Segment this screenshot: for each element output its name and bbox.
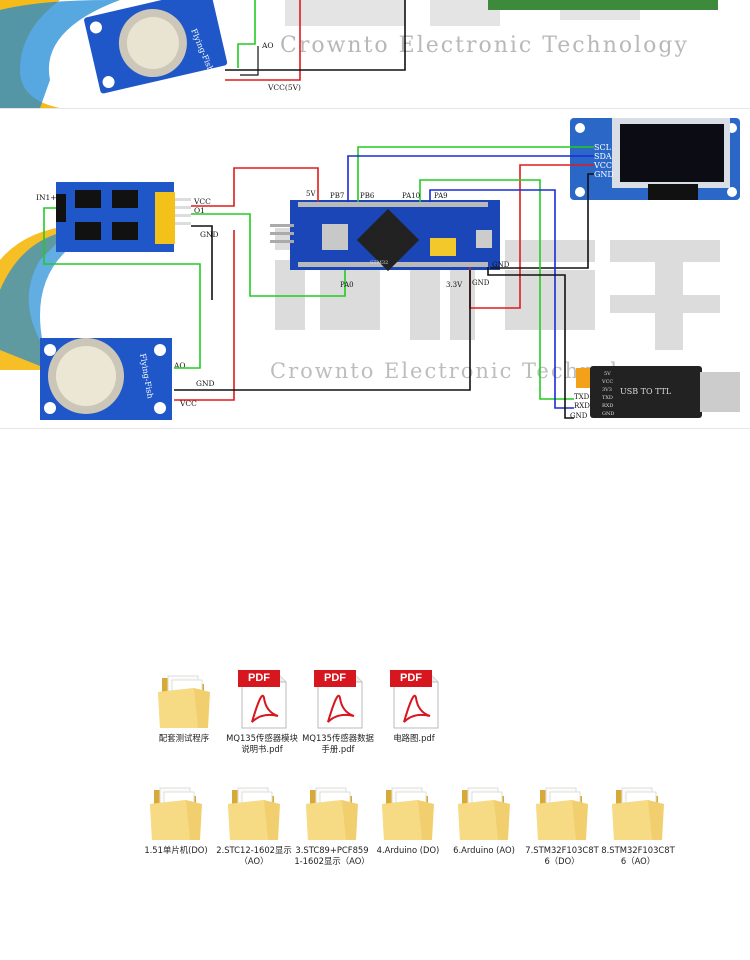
adc-pin-vcc: VCC bbox=[193, 197, 211, 206]
mcu-label-5v: 5V bbox=[306, 190, 316, 198]
file-label: 7.STM32F103C8T6（DO） bbox=[525, 845, 599, 866]
mq-pin-ao: AO bbox=[173, 361, 186, 370]
divider bbox=[0, 108, 750, 109]
pdf-icon: PDF bbox=[308, 668, 368, 730]
wires bbox=[43, 146, 594, 419]
top-wiring-panel: Crownto Electronic Technology AO VCC(5V)… bbox=[0, 0, 750, 108]
label-ao: AO bbox=[261, 41, 274, 50]
folder-icon bbox=[154, 668, 214, 730]
pdf-icon: PDF bbox=[232, 668, 292, 730]
pdf-badge: PDF bbox=[238, 670, 280, 687]
pdf-icon: PDF bbox=[384, 668, 444, 730]
adc-module: IN1+ VCC O1 GND bbox=[36, 182, 219, 252]
mcu-label-pa0: PA0 bbox=[340, 281, 354, 289]
svg-text:RXD: RXD bbox=[602, 403, 613, 409]
mcu-label-pa9: PA9 bbox=[434, 192, 448, 200]
svg-text:5V: 5V bbox=[604, 371, 611, 377]
logo-swoosh-blue bbox=[0, 0, 120, 108]
folder-icon bbox=[146, 780, 206, 842]
mcu-label-pb7: PB7 bbox=[330, 192, 344, 200]
wiring-diagram-panel: Crownto Electronic Technology SCL SDA VC… bbox=[0, 110, 750, 428]
file-label: MQ135传感器数据手册.pdf bbox=[302, 733, 374, 754]
divider bbox=[0, 428, 750, 429]
mcu-label-gnd-oled: GND bbox=[492, 261, 510, 269]
file-label: 配套测试程序 bbox=[158, 733, 210, 743]
folder-item[interactable]: 7.STM32F103C8T6（DO） bbox=[524, 780, 600, 867]
folder-item[interactable]: 8.STM32F103C8T6（AO） bbox=[600, 780, 676, 867]
mcu-label-3v3: 3.3V bbox=[446, 281, 463, 289]
file-label: 2.STC12-1602显示（AO） bbox=[216, 845, 292, 866]
file-label: 电路图.pdf bbox=[393, 733, 435, 743]
mq-sensor-module: Flying-Fish AO GND VCC bbox=[40, 338, 215, 420]
usb-ttl-module: USB TO TTL 5V VCC 3V3 TXD RXD GND TXD RX… bbox=[570, 366, 740, 420]
file-label: 4.Arduino (DO) bbox=[376, 845, 440, 855]
pdf-file-item[interactable]: PDF MQ135传感器数据手册.pdf bbox=[300, 668, 376, 755]
folder-item[interactable]: 4.Arduino (DO) bbox=[370, 780, 446, 856]
file-listing: 配套测试程序 PDF MQ135传感器模块说明书.pdf PDF MQ135传感器数据手… bbox=[138, 668, 688, 886]
folder-icon bbox=[378, 780, 438, 842]
file-label: 3.STC89+PCF8591-1602显示（AO） bbox=[294, 845, 370, 866]
pdf-badge: PDF bbox=[314, 670, 356, 687]
folder-icon bbox=[454, 780, 514, 842]
oled-pin-scl: SCL bbox=[594, 143, 612, 152]
svg-text:3V3: 3V3 bbox=[602, 387, 612, 393]
top-wiring-diagram: Crownto Electronic Technology AO VCC(5V)… bbox=[0, 0, 718, 108]
svg-text:GND: GND bbox=[602, 411, 614, 417]
folder-item[interactable]: 配套测试程序 bbox=[146, 668, 222, 744]
oled-pin-gnd: GND bbox=[594, 170, 614, 179]
pdf-file-item[interactable]: PDF 电路图.pdf bbox=[376, 668, 452, 744]
mcu-label-gnd: GND bbox=[472, 279, 490, 287]
file-label: 6.Arduino (AO) bbox=[453, 845, 515, 855]
folder-icon bbox=[224, 780, 284, 842]
label-vcc: VCC(5V) bbox=[267, 83, 301, 92]
pdf-file-item[interactable]: PDF MQ135传感器模块说明书.pdf bbox=[224, 668, 300, 755]
mq-sensor-module-top: Flying-Fish bbox=[84, 0, 228, 94]
logo-swoosh-blue bbox=[0, 228, 110, 370]
folder-icon bbox=[302, 780, 362, 842]
file-label: 1.51单片机(DO) bbox=[144, 845, 208, 855]
mq-pin-gnd: GND bbox=[196, 379, 215, 388]
oled-display-module: SCL SDA VCC GND bbox=[570, 118, 740, 200]
adc-input-label: IN1+ bbox=[36, 193, 57, 202]
wiring-diagram: Crownto Electronic Technology SCL SDA VC… bbox=[0, 118, 740, 420]
usb-ttl-title: USB TO TTL bbox=[620, 387, 672, 396]
board-name: STM32 bbox=[370, 260, 388, 266]
usb-ttl-txd-label: TXD bbox=[574, 393, 590, 401]
folder-item[interactable]: 2.STC12-1602显示（AO） bbox=[216, 780, 292, 867]
mq-pin-vcc: VCC bbox=[179, 399, 197, 408]
watermark-company-en: Crownto Electronic Technology bbox=[280, 33, 689, 58]
watermark-big-glyphs bbox=[275, 228, 720, 350]
usb-ttl-gnd-label: GND bbox=[570, 412, 588, 420]
adc-pin-o1: O1 bbox=[194, 206, 205, 215]
mcu-label-pa10: PA10 bbox=[402, 192, 420, 200]
file-label: MQ135传感器模块说明书.pdf bbox=[226, 733, 298, 754]
folder-icon bbox=[532, 780, 592, 842]
oled-pin-sda: SDA bbox=[594, 152, 612, 161]
usb-ttl-rxd-label: RXD bbox=[574, 402, 590, 410]
folder-icon bbox=[608, 780, 668, 842]
file-label: 8.STM32F103C8T6（AO） bbox=[601, 845, 675, 866]
svg-text:VCC: VCC bbox=[601, 379, 613, 385]
pdf-badge: PDF bbox=[390, 670, 432, 687]
folder-item[interactable]: 1.51单片机(DO) bbox=[138, 780, 214, 856]
oled-pin-vcc: VCC bbox=[593, 161, 612, 170]
svg-text:TXD: TXD bbox=[602, 395, 613, 401]
mcu-label-pb6: PB6 bbox=[360, 192, 375, 200]
watermark-glyph-block bbox=[285, 0, 405, 26]
lcd-edge bbox=[488, 0, 718, 10]
adc-pin-gnd: GND bbox=[200, 230, 219, 239]
folder-item[interactable]: 3.STC89+PCF8591-1602显示（AO） bbox=[294, 780, 370, 867]
folder-item[interactable]: 6.Arduino (AO) bbox=[446, 780, 522, 856]
stm32-board: STM32 bbox=[270, 200, 500, 272]
